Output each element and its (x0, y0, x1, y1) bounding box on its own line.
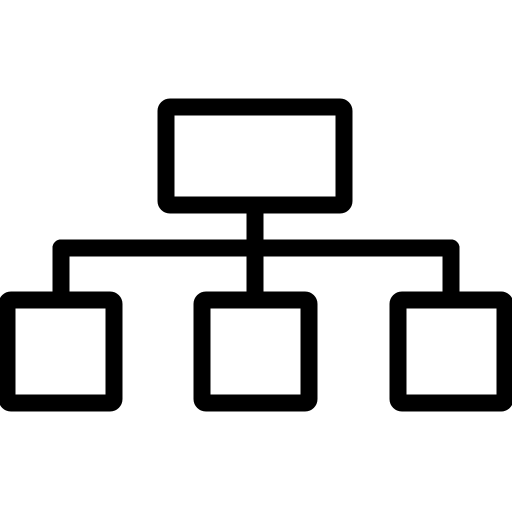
child-node-center-box (193, 291, 318, 412)
top-node-box (157, 98, 353, 214)
child-node-left-box (0, 291, 123, 412)
child-node-right-box (389, 291, 512, 412)
